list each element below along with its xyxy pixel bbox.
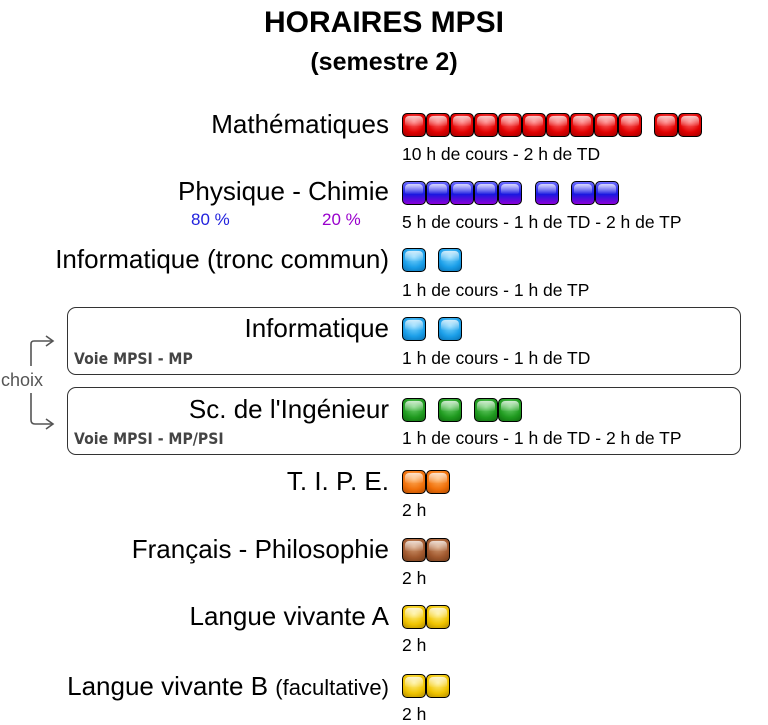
hour-block <box>546 113 570 137</box>
hour-block <box>438 248 462 272</box>
hour-block <box>426 470 450 494</box>
hour-block <box>402 248 426 272</box>
subject-detail-info-tc: 1 h de cours - 1 h de TP <box>402 280 590 300</box>
hour-block <box>595 181 619 205</box>
track-label-mp-psi: Voie MPSI - MP/PSI <box>74 429 224 448</box>
subject-detail-lvb: 2 h <box>402 704 427 724</box>
optional-note: (facultative) <box>275 675 389 700</box>
hour-block <box>522 113 546 137</box>
choice-label: choix <box>1 370 44 390</box>
hour-block <box>402 181 426 205</box>
subject-detail-info-option: 1 h de cours - 1 h de TD <box>402 348 591 368</box>
hour-block <box>402 317 426 341</box>
choice-arrows <box>30 335 55 430</box>
hour-block <box>654 113 678 137</box>
subject-label-info-option: Informatique <box>244 313 389 343</box>
subject-label-lvb: Langue vivante B (facultative) <box>67 671 389 703</box>
hour-block <box>498 181 522 205</box>
hour-block <box>474 181 498 205</box>
option-box-informatique <box>67 307 741 375</box>
hour-block <box>426 674 450 698</box>
hour-block <box>426 605 450 629</box>
hour-block <box>535 181 559 205</box>
subject-label-tipe: T. I. P. E. <box>286 466 389 496</box>
hour-block <box>474 398 498 422</box>
page-title: HORAIRES MPSI <box>263 6 505 39</box>
track-label-mp: Voie MPSI - MP <box>74 349 193 368</box>
physique-percent-left: 80 % <box>191 210 230 229</box>
hour-block <box>402 113 426 137</box>
subject-label-info-tc: Informatique (tronc commun) <box>55 244 389 274</box>
hour-block <box>450 181 474 205</box>
hour-block <box>594 113 618 137</box>
chimie-percent-right: 20 % <box>322 210 361 229</box>
hour-block <box>618 113 642 137</box>
subject-detail-si: 1 h de cours - 1 h de TD - 2 h de TP <box>402 428 682 448</box>
hour-block <box>426 113 450 137</box>
hour-block <box>438 317 462 341</box>
subject-detail-physique: 5 h de cours - 1 h de TD - 2 h de TP <box>402 212 682 232</box>
hour-block <box>570 113 594 137</box>
hour-block <box>402 538 426 562</box>
hour-block <box>402 398 426 422</box>
subject-label-physique: Physique - Chimie <box>178 176 389 206</box>
hour-block <box>402 605 426 629</box>
subject-detail-francais: 2 h <box>402 568 427 588</box>
subject-label-lva: Langue vivante A <box>189 601 390 631</box>
hour-block <box>498 113 522 137</box>
hour-block <box>426 181 450 205</box>
subject-detail-lva: 2 h <box>402 635 427 655</box>
subject-label-francais: Français - Philosophie <box>131 534 389 564</box>
subject-detail-maths: 10 h de cours - 2 h de TD <box>402 144 601 164</box>
page-subtitle: (semestre 2) <box>310 48 458 76</box>
hour-block <box>678 113 702 137</box>
hour-block <box>571 181 595 205</box>
hour-block <box>402 674 426 698</box>
subject-label-maths: Mathématiques <box>211 109 389 139</box>
hour-block <box>474 113 498 137</box>
option-box-si <box>67 387 741 455</box>
hour-block <box>438 398 462 422</box>
hour-block <box>450 113 474 137</box>
subject-detail-tipe: 2 h <box>402 500 427 520</box>
hour-block <box>402 470 426 494</box>
subject-name-lvb: Langue vivante B <box>67 671 269 701</box>
hour-block <box>498 398 522 422</box>
subject-label-si: Sc. de l'Ingénieur <box>188 394 389 424</box>
hour-block <box>426 538 450 562</box>
